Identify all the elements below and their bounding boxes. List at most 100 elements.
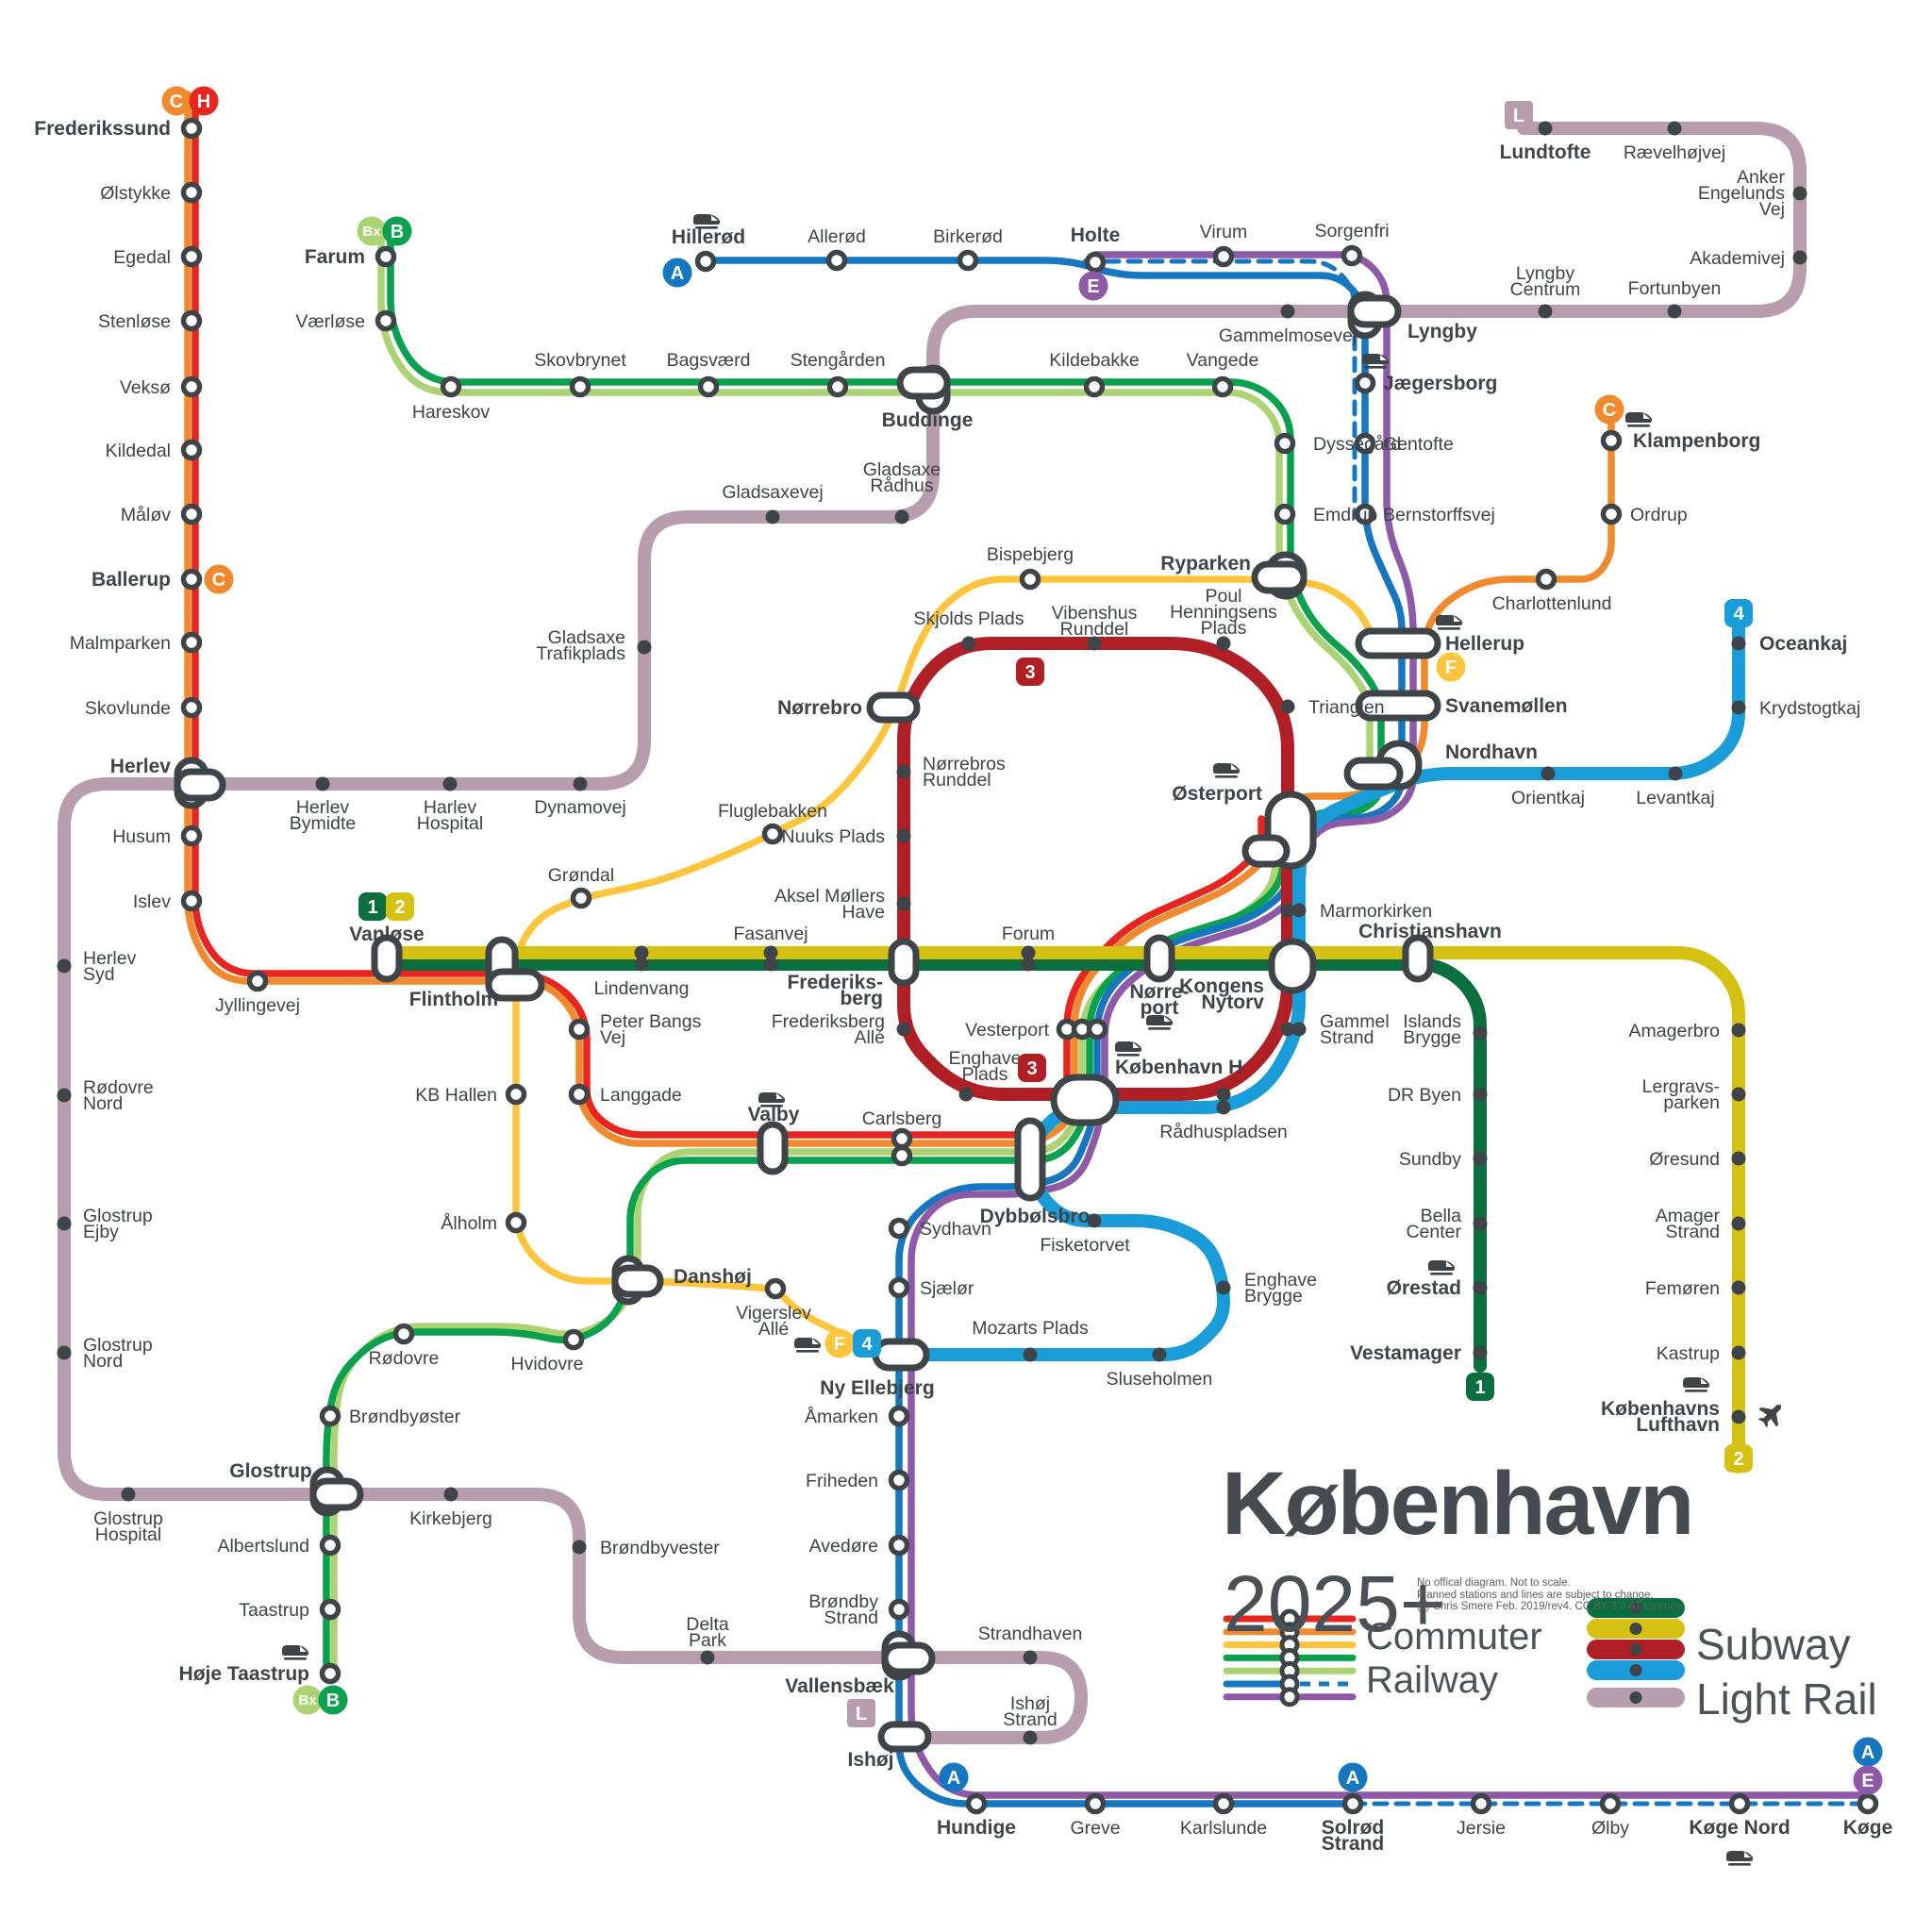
station-label: Dynamovej [534,797,626,818]
station-label: Sluseholmen [1107,1369,1213,1390]
train-icon [1436,615,1462,630]
svg-text:A: A [671,263,684,284]
station-label: Hundige [937,1817,1016,1839]
badge-e: E [1853,1765,1883,1795]
station-marker [319,1662,341,1685]
station-marker [1087,1213,1102,1228]
station-label: Gentofte [1383,434,1454,455]
station-marker [1473,1345,1488,1360]
badge-h: H [189,86,219,116]
station-marker [121,1487,136,1502]
station-gr-ndal: Grøndal [548,865,614,909]
station-label: Sydhavn [920,1219,991,1240]
badge-2: 2 [386,892,414,921]
svg-text:L: L [1513,106,1524,126]
station-label: Valby [748,1104,800,1125]
station-label: Lergravs-parken [1642,1076,1720,1113]
svg-text:3: 3 [1024,662,1035,683]
station-ballerup: Ballerup [92,568,203,591]
svg-text:Bx: Bx [362,224,381,240]
station-marker [573,776,588,791]
badge-a: A [939,1762,969,1792]
station-label: Herlev [110,756,172,777]
station-dansh-j: Danshøj [674,1266,752,1288]
station-marker [1021,945,1036,960]
station-label: Øresund [1649,1149,1720,1170]
station-label: Skovbrynet [534,350,626,371]
station-marker [1274,432,1296,455]
station-label: Orientkaj [1511,788,1585,808]
station-herlev: Herlev [110,756,172,777]
station-marker [891,1127,913,1150]
badge-3: 3 [1016,658,1044,686]
station-marker [392,1323,415,1345]
station-label: Kildedal [106,441,171,461]
station-forum: Forum [1002,924,1055,972]
svg-text:B: B [391,222,404,242]
station-label: Hvidovre [511,1354,584,1374]
station-label: Svanemøllen [1445,695,1568,717]
station-lholm: Ålholm [441,1211,527,1234]
station-label: Bagsværd [667,350,751,371]
station-marker [1541,766,1556,781]
station-frederikssund: Frederikssund [34,117,203,140]
station-label: Høje Taastrup [179,1663,309,1685]
station-marker [1473,1025,1488,1041]
station-gammelmosevej: Gammelmosevej [1219,304,1357,346]
interchange-markers [174,291,1441,1753]
station-hiller-d: Hillerød [672,226,745,273]
badge-c: C [161,86,192,116]
station-label: Fisketorvet [1040,1235,1130,1256]
station-label: Fluglebakken [718,801,827,822]
train-icon [794,1338,821,1353]
station-marker [1600,503,1623,525]
station-label: Rådhuspladsen [1159,1122,1288,1142]
interchange-marker [485,968,545,1002]
station-marker [1473,1280,1488,1295]
station-ish-j: Ishøj [847,1749,893,1771]
station-marker [180,309,203,332]
station-malmparken: Malmparken [70,631,203,654]
station-kildebakke: Kildebakke [1049,350,1140,398]
station-label: Danshøj [674,1266,752,1288]
disclaimer-line: No offical diagram. Not to scale. [1417,1577,1571,1589]
station-vesterport: Vesterport [965,1018,1108,1041]
station-marker [1216,1087,1231,1102]
station-label: Akademivej [1690,248,1785,269]
station-label: Brøndbyvester [600,1538,720,1558]
station-marker [1857,1792,1879,1815]
station-marker [1354,503,1376,525]
svg-text:L: L [856,1704,867,1724]
train-icon [693,214,720,229]
station-marker [1023,1347,1038,1362]
station-marker [1212,245,1235,268]
station-marker [1473,1151,1488,1166]
station-flintholm: Flintholm [409,989,498,1010]
station-marker [1291,903,1307,918]
station-strandhaven: Strandhaven [978,1624,1082,1665]
station-fem-ren: Femøren [1645,1278,1746,1299]
station-gentofte: Gentofte [1354,432,1454,455]
station-label: Malmparken [70,633,171,654]
station-marker [246,970,269,992]
svg-text:B: B [326,1690,340,1711]
icons [282,214,1781,1866]
legend-commuter-label: Commuter Railway [1366,1616,1542,1701]
badge-3: 3 [1018,1054,1046,1082]
station-steng-rden: Stengården [791,350,885,398]
svg-text:2: 2 [394,897,405,918]
station-marker [375,309,397,332]
station-marker [1021,957,1036,972]
